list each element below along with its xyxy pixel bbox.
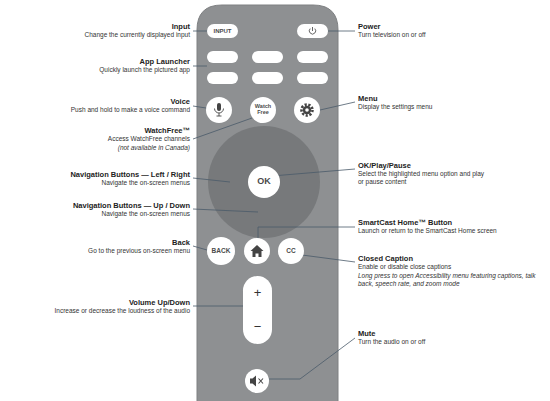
callout-title: Voice (171, 97, 190, 106)
home-icon (251, 245, 264, 257)
callout-description: Quickly launch the pictured app (99, 66, 190, 74)
voice-button (206, 97, 232, 123)
button-text: BACK (212, 248, 231, 255)
mic-icon (215, 109, 224, 117)
volume-rocker: +− (243, 276, 272, 344)
callout-title: Input (172, 22, 190, 31)
callout-description: Launch or return to the SmartCast Home s… (358, 227, 543, 235)
button-text: Watch Free (253, 104, 273, 116)
button-text: INPUT (214, 28, 232, 34)
gear-icon (302, 105, 313, 116)
callout-title: WatchFree™ (144, 126, 190, 135)
callout-title: OK/Play/Pause (358, 161, 411, 170)
callout-description: Go to the previous on-screen menu (88, 247, 190, 255)
ok-button: OK (248, 166, 280, 198)
back-button: BACK (207, 237, 235, 265)
callout-note: (not available in Canada) (118, 144, 190, 152)
navigation-ring (208, 126, 320, 238)
callout-title: Navigation Buttons — Left / Right (70, 170, 190, 179)
button-text: + (254, 286, 262, 300)
leader-lines (193, 31, 355, 379)
callout-description: Access WatchFree channels (108, 135, 190, 143)
callout-title: Back (172, 238, 190, 247)
callout-title: App Launcher (140, 57, 190, 66)
callout-description: Display the settings menu (358, 103, 538, 111)
mute-x-icon (259, 379, 264, 384)
callout-title: Power (358, 22, 381, 31)
callout-note: Long press to open Accessibility menu fe… (358, 272, 543, 288)
callout-description: Change the currently displayed input (84, 31, 190, 39)
gear-icon (303, 106, 311, 114)
callout-description: Turn the audio on or off (358, 338, 543, 346)
remote-body (197, 5, 338, 401)
callout-title: Navigation Buttons — Up / Down (73, 201, 190, 210)
input-button: INPUT (207, 24, 238, 38)
watchfree-button: Watch Free (250, 97, 276, 123)
button-text: − (254, 320, 262, 334)
gear-icon (305, 108, 309, 112)
power-icon (312, 27, 313, 31)
callout-title: SmartCast Home™ Button (358, 218, 452, 227)
callout-description: Push and hold to make a voice command (71, 106, 190, 114)
mic-icon (217, 103, 221, 111)
callout-description: Enable or disable close captions (358, 263, 543, 271)
closed-caption-button: CC (278, 238, 304, 264)
button-text: OK (257, 177, 271, 186)
button-text: CC (286, 248, 295, 255)
power-button (297, 24, 328, 38)
callout-description: Increase or decrease the loudness of the… (54, 307, 190, 315)
speaker-icon (250, 376, 256, 387)
callout-title: Mute (358, 329, 376, 338)
callout-description: Navigate the on-screen menus (101, 210, 190, 218)
home-button (244, 238, 270, 264)
callout-title: Closed Caption (358, 254, 413, 263)
app-launcher-buttons (207, 51, 328, 84)
callout-description: Select the highlighted menu option and p… (358, 170, 490, 186)
callout-title: Volume Up/Down (129, 298, 190, 307)
callout-title: Menu (358, 94, 378, 103)
callout-description: Navigate the on-screen menus (101, 179, 190, 187)
callout-description: Turn television on or off (358, 31, 538, 39)
menu-button (294, 97, 320, 123)
mute-button (245, 369, 269, 393)
